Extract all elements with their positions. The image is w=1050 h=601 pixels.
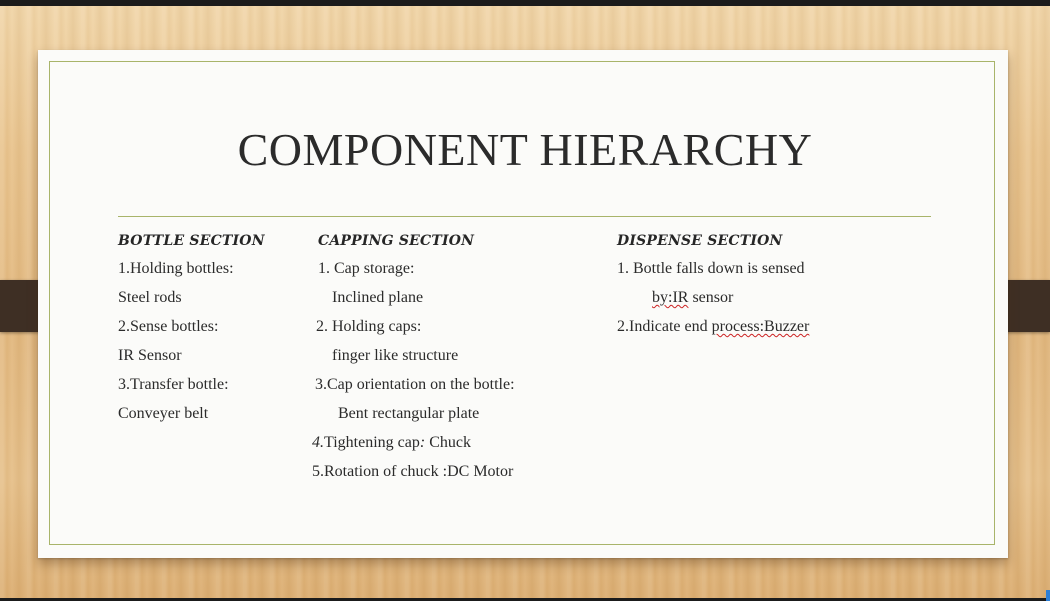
capping-line-7-value: Chuck [429,434,471,451]
bottle-line-1: 1.Holding bottles: [118,260,234,277]
window-bottom-edge [0,598,1050,601]
bottle-line-6: Conveyer belt [118,405,209,422]
slide-title: COMPONENT HIERARCHY [237,124,813,175]
dispense-section-heading: DISPENSE SECTION [617,233,783,249]
dispense-line-1: 1. Bottle falls down is sensed [617,260,805,277]
dispense-line-3-underlined: process:Buzzer [711,318,810,335]
bottle-section-heading: BOTTLE SECTION [118,233,265,249]
bottle-line-4: IR Sensor [118,347,182,364]
capping-line-8: 5.Rotation of chuck :DC Motor [312,463,514,480]
capping-line-4: finger like structure [332,347,459,364]
capping-line-1: 1. Cap storage: [318,260,415,277]
capping-line-7-label: Tightening cap [324,434,420,451]
taskbar-accent [1046,590,1050,601]
capping-line-7-colon: : [419,434,426,451]
dispense-line-3: 2.Indicate end process:Buzzer [617,318,809,336]
capping-line-2: Inclined plane [332,289,424,306]
capping-line-6: Bent rectangular plate [338,405,480,422]
window-top-edge [0,0,1050,6]
capping-line-7: 4.Tightening cap: Chuck [312,434,471,452]
capping-section-heading: CAPPING SECTION [318,233,475,249]
slide-border [49,61,995,545]
dispense-line-2-underlined: by:IR [652,289,689,306]
title-divider [118,216,931,217]
dispense-line-2-rest: sensor [692,289,734,306]
bottle-line-2: Steel rods [118,289,182,306]
capping-line-3: 2. Holding caps: [316,318,422,335]
slide-card [38,50,1008,558]
capping-line-5: 3.Cap orientation on the bottle: [315,376,515,393]
capping-line-7-number: 4. [312,434,324,451]
dispense-line-2: by:IR sensor [652,289,733,307]
bottle-line-3: 2.Sense bottles: [118,318,219,335]
dispense-line-3-start: 2.Indicate end [617,318,712,335]
bottle-line-5: 3.Transfer bottle: [118,376,229,393]
